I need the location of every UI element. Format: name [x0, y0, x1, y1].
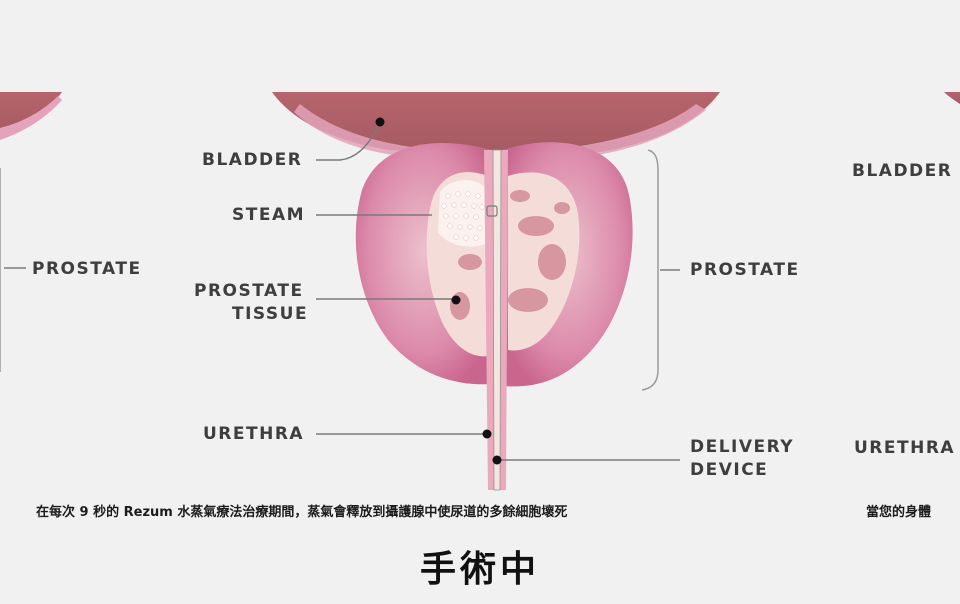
tissue-spots: [450, 190, 570, 320]
label-bladder: BLADDER: [202, 150, 303, 170]
leader-lines: [316, 121, 680, 461]
label-prostate-tissue-2: TISSUE: [232, 304, 309, 324]
label-steam: STEAM: [232, 205, 306, 225]
right-label-bladder: BLADDER: [852, 161, 953, 181]
right-label-urethra: URETHRA: [854, 438, 956, 458]
bladder-shape: [272, 92, 720, 156]
delivery-device: [492, 149, 502, 491]
steam-region: [438, 180, 486, 247]
label-urethra: URETHRA: [203, 424, 305, 444]
page-title: 手術中: [419, 549, 540, 590]
label-prostate-tissue-1: PROSTATE: [194, 281, 304, 301]
steam-dots: [441, 191, 485, 241]
treatment-caption: 在每次 9 秒的 Rezum 水蒸氣療法治療期間，蒸氣會釋放到攝護腺中使尿道的多…: [36, 505, 568, 520]
bladder-inner-rim: [294, 104, 706, 162]
right-bladder-fragment: [944, 92, 960, 104]
left-bladder-rim: [0, 96, 62, 140]
label-delivery-1: DELIVERY: [690, 437, 795, 457]
label-prostate: PROSTATE: [690, 260, 800, 280]
right-caption-fragment: 當您的身體: [866, 505, 932, 520]
prostate-bracket: [641, 149, 659, 391]
left-label-prostate: PROSTATE: [32, 259, 142, 279]
label-delivery-2: DEVICE: [690, 460, 769, 480]
leader-dots: [375, 117, 502, 465]
device-tip: [486, 205, 498, 217]
